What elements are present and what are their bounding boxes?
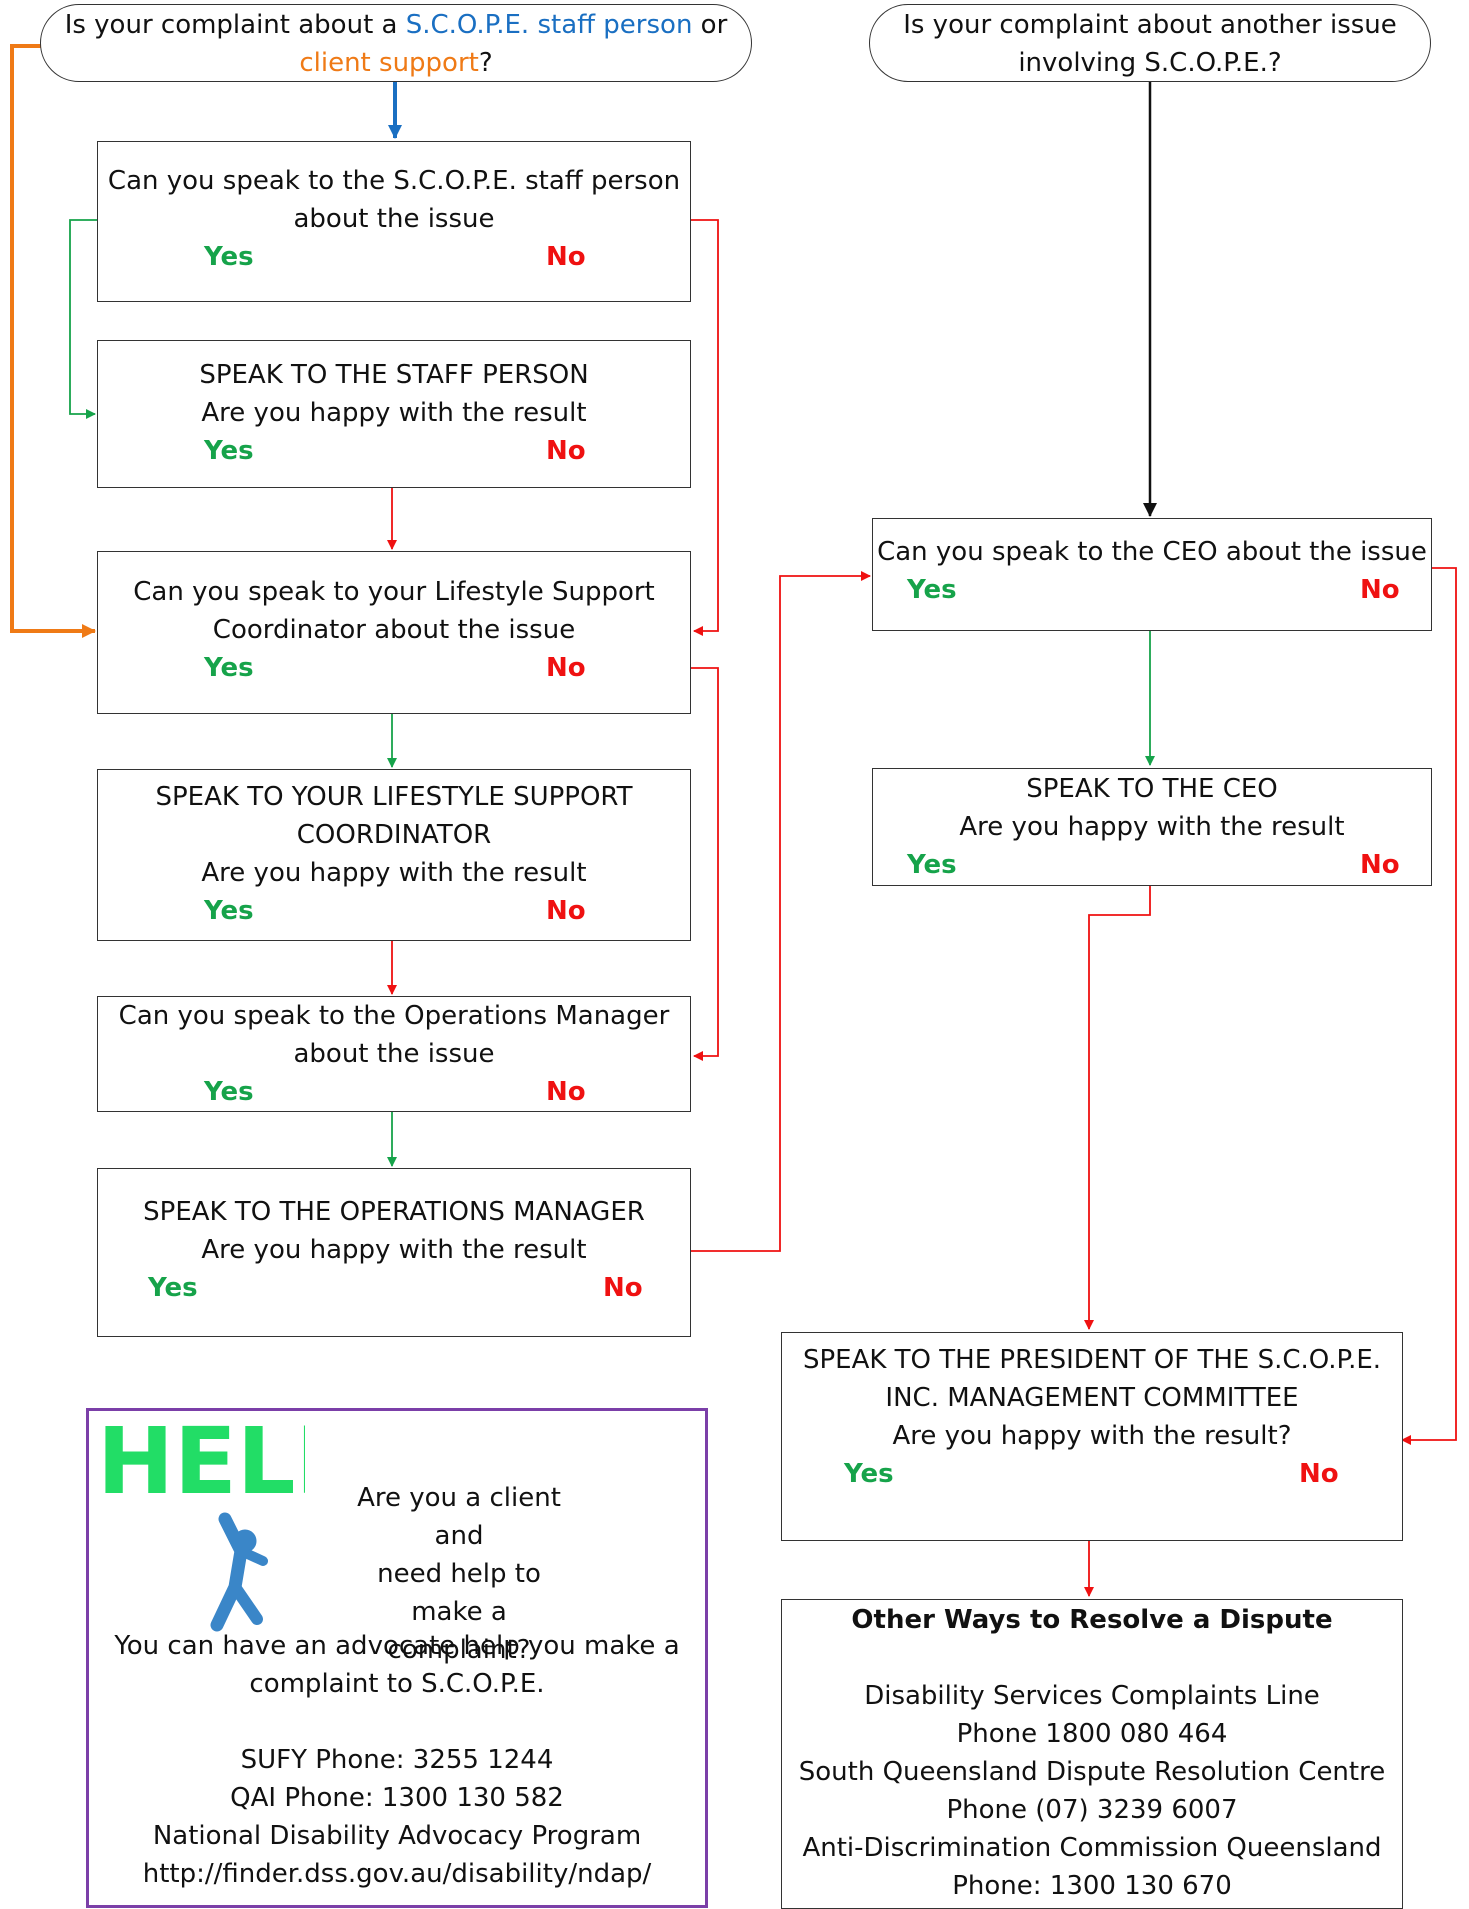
node-line: Are you happy with the result <box>201 398 587 428</box>
node-line: Are you happy with the result <box>959 812 1345 842</box>
node-line: COORDINATOR <box>296 820 492 850</box>
node-line: Can you speak to the Operations Manager <box>118 1001 670 1031</box>
client-support-text: client support <box>299 48 479 78</box>
other-ways-line: Disability Services Complaints Line <box>864 1681 1320 1711</box>
node-line: Can you speak to your Lifestyle Support <box>133 577 655 607</box>
no-label: No <box>1299 1459 1339 1489</box>
node-lifestyle-coordinator-result: SPEAK TO YOUR LIFESTYLE SUPPORT COORDINA… <box>97 769 691 941</box>
no-label: No <box>546 653 586 683</box>
green-arrow-staff-yes <box>69 219 98 419</box>
node-operations-manager-question: Can you speak to the Operations Manager … <box>97 996 691 1112</box>
other-ways-line: Phone (07) 3239 6007 <box>946 1795 1238 1825</box>
other-ways-line: Phone 1800 080 464 <box>956 1719 1228 1749</box>
other-ways-line: South Queensland Dispute Resolution Cent… <box>798 1757 1386 1787</box>
start-left-text-before: Is your complaint about a <box>64 10 406 40</box>
red-arrow-ceo-result <box>1084 885 1151 1330</box>
node-line: SPEAK TO YOUR LIFESTYLE SUPPORT <box>155 782 633 812</box>
node-other-ways-to-resolve: Other Ways to Resolve a Dispute Disabili… <box>781 1599 1403 1909</box>
help-question-line: Are you a client and <box>357 1483 561 1551</box>
help-advocate-box: HELP Are you a client and need help to m… <box>86 1408 708 1908</box>
node-ceo-result: SPEAK TO THE CEO Are you happy with the … <box>872 768 1432 886</box>
node-line: SPEAK TO THE STAFF PERSON <box>199 360 589 390</box>
node-operations-manager-result: SPEAK TO THE OPERATIONS MANAGER Are you … <box>97 1168 691 1337</box>
help-question: Are you a client and need help to make a… <box>339 1479 579 1669</box>
other-ways-line: Phone: 1300 130 670 <box>952 1871 1232 1901</box>
yes-label: Yes <box>204 653 254 683</box>
no-label: No <box>1360 575 1400 605</box>
help-body-line: You can have an advocate help you make a <box>114 1631 680 1661</box>
node-line: Can you speak to the CEO about the issue <box>877 537 1427 567</box>
node-ceo-question: Can you speak to the CEO about the issue… <box>872 518 1432 631</box>
node-line: SPEAK TO THE PRESIDENT OF THE S.C.O.P.E. <box>802 1345 1382 1375</box>
yes-label: Yes <box>148 1273 198 1303</box>
start-left-text-after: ? <box>478 48 493 78</box>
help-body-line: QAI Phone: 1300 130 582 <box>230 1783 564 1813</box>
help-logo-icon: HELP <box>97 1411 305 1632</box>
yes-label: Yes <box>907 575 957 605</box>
spacer <box>782 1639 1402 1677</box>
yes-label: Yes <box>204 242 254 272</box>
help-body-line: complaint to S.C.O.P.E. <box>249 1669 545 1699</box>
staff-person-link-text: S.C.O.P.E. staff person <box>405 10 693 40</box>
no-label: No <box>546 242 586 272</box>
node-line: Are you happy with the result <box>201 858 587 888</box>
red-arrow-ops-result <box>690 571 871 1252</box>
yes-label: Yes <box>907 850 957 880</box>
orange-arrow <box>10 44 96 638</box>
help-body-line: http://finder.dss.gov.au/disability/ndap… <box>142 1859 652 1889</box>
no-label: No <box>1360 850 1400 880</box>
help-question-line: need help to make a <box>377 1559 541 1627</box>
node-line: Are you happy with the result <box>201 1235 587 1265</box>
yes-label: Yes <box>204 436 254 466</box>
no-label: No <box>546 436 586 466</box>
start-left-text-mid: or <box>692 10 728 40</box>
node-president-management-committee: SPEAK TO THE PRESIDENT OF THE S.C.O.P.E.… <box>781 1332 1403 1541</box>
no-label: No <box>603 1273 643 1303</box>
node-line: Are you happy with the result? <box>892 1421 1292 1451</box>
yes-label: Yes <box>204 896 254 926</box>
start-right-line1: Is your complaint about another issue <box>903 10 1397 40</box>
node-line: Can you speak to the S.C.O.P.E. staff pe… <box>107 166 681 196</box>
help-question-line: complaint? <box>387 1635 531 1665</box>
no-label: No <box>546 896 586 926</box>
help-body: You can have an advocate help you make a… <box>89 1627 705 1893</box>
node-line: SPEAK TO THE CEO <box>1026 774 1278 804</box>
start-node-other-issue: Is your complaint about another issue in… <box>869 4 1431 82</box>
yes-label: Yes <box>844 1459 894 1489</box>
node-speak-to-staff-question: Can you speak to the S.C.O.P.E. staff pe… <box>97 141 691 302</box>
help-logo-text: HELP <box>97 1411 305 1515</box>
red-arrow-lsc-no <box>690 667 719 1061</box>
node-speak-to-staff-result: SPEAK TO THE STAFF PERSON Are you happy … <box>97 340 691 488</box>
no-label: No <box>546 1077 586 1107</box>
node-line: about the issue <box>293 204 495 234</box>
red-arrow-ceo-no <box>1401 567 1457 1445</box>
help-body-line <box>89 1703 705 1741</box>
help-body-line: SUFY Phone: 3255 1244 <box>240 1745 554 1775</box>
node-line: SPEAK TO THE OPERATIONS MANAGER <box>143 1197 645 1227</box>
red-arrow-staff-no <box>690 219 719 636</box>
start-node-staff-or-support: Is your complaint about a S.C.O.P.E. sta… <box>40 4 752 82</box>
node-line: INC. MANAGEMENT COMMITTEE <box>885 1383 1299 1413</box>
yes-label: Yes <box>204 1077 254 1107</box>
other-ways-line: Anti-Discrimination Commission Queenslan… <box>802 1833 1382 1863</box>
help-body-line: National Disability Advocacy Program <box>152 1821 642 1851</box>
start-right-line2: involving S.C.O.P.E.? <box>1018 48 1282 78</box>
node-line: about the issue <box>293 1039 495 1069</box>
node-line: Coordinator about the issue <box>212 615 576 645</box>
other-ways-title: Other Ways to Resolve a Dispute <box>851 1605 1333 1635</box>
node-lifestyle-coordinator-question: Can you speak to your Lifestyle Support … <box>97 551 691 714</box>
